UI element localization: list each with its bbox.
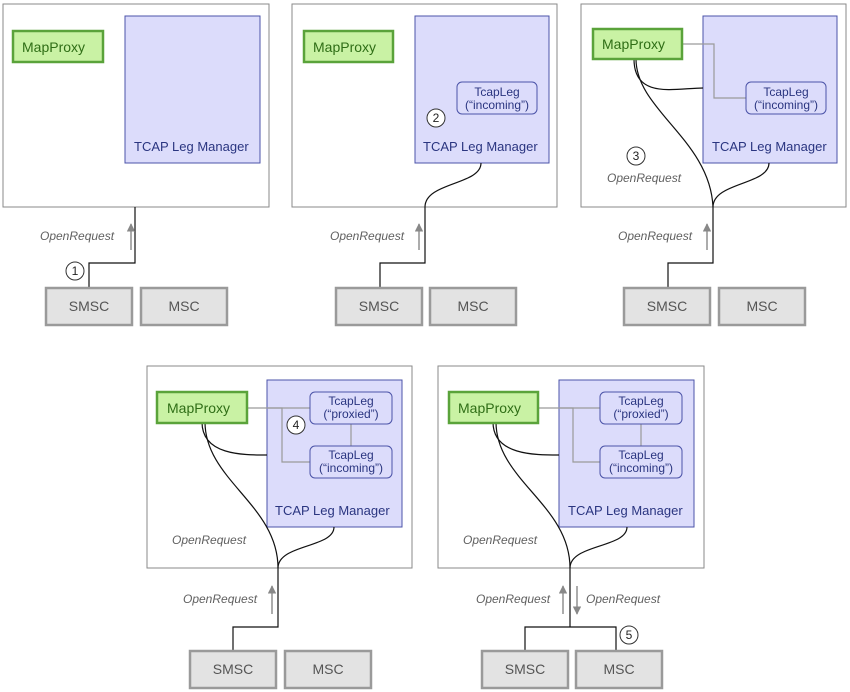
panel-4-open-request-label: OpenRequest [183,592,258,606]
panel-4-leg-incoming [309,445,393,479]
panel-3-proxy-to-leg-link [682,43,746,99]
panel-1-msc-node [139,286,229,327]
panel-1-wire [88,207,136,288]
panel-4: TCAP Leg Manager MapProxy TcapLeg (“prox… [146,365,413,690]
panel-3: TCAP Leg Manager MapProxy TcapLeg (“inco… [580,3,847,327]
step-4-number: 4 [293,418,300,432]
panel-5-leg-proxied-name: TcapLeg [618,394,663,408]
panel-4-proxy-to-request-wire [204,421,279,569]
panel-2-leg-incoming [456,81,538,115]
panel-5-leg-incoming [599,445,683,479]
panel-5-leg-incoming-name: TcapLeg [618,448,663,462]
panel-4-smsc-node [188,649,278,690]
step-1-number: 1 [72,264,79,278]
step-5-number: 5 [626,628,633,642]
panel-2-wire [379,162,482,288]
panel-4-manager-label: TCAP Leg Manager [275,503,390,518]
panel-3-leg-incoming-role: (“incoming”) [754,98,818,112]
step-2-number: 2 [433,111,440,125]
panel-1-tcap-leg-manager [124,15,261,164]
panel-5-proxy-to-request-wire [495,421,571,569]
step-4-badge [286,415,306,435]
panel-1-msc-label: MSC [168,298,199,314]
panel-5-manager-wire [569,526,628,627]
step-2-badge [426,108,446,128]
panel-5-open-request-up-label: OpenRequest [476,592,551,606]
panel-4-mapproxy-label: MapProxy [167,400,230,416]
panel-2: TCAP Leg Manager MapProxy TcapLeg (“inco… [291,3,558,327]
panel-5-manager-label: TCAP Leg Manager [568,503,683,518]
panel-4-leg-proxied-name: TcapLeg [328,394,373,408]
panel-5-smsc-node [480,649,570,690]
panel-2-msc-label: MSC [457,298,488,314]
panel-5-open-request-down-label: OpenRequest [586,592,661,606]
step-5-badge [619,625,639,645]
panel-5-mapproxy-label: MapProxy [458,400,521,416]
panel-2-mapproxy [302,29,395,64]
panel-3-manager-wire [667,162,770,288]
panel-3-mapproxy [591,27,684,61]
panel-5-leg-incoming-role: (“incoming”) [609,461,673,475]
panel-2-manager-label: TCAP Leg Manager [423,139,538,154]
panel-4-proxy-to-incoming-link [268,407,310,463]
panel-1: TCAP Leg Manager MapProxy OpenRequest 1 … [2,3,270,327]
panel-3-manager-label: TCAP Leg Manager [712,139,827,154]
panel-3-msc-node [717,286,807,327]
panel-3-open-request-label: OpenRequest [618,229,693,243]
panel-2-mapproxy-label: MapProxy [313,39,376,55]
panel-3-smsc-node [622,286,712,327]
panel-3-leg-incoming [745,81,827,115]
panel-3-inner-open-request-label: OpenRequest [607,171,682,185]
panel-3-proxy-to-request-wire [635,58,714,208]
panel-2-smsc-label: SMSC [359,298,399,314]
panel-5-leg-proxied [599,391,683,425]
panel-1-smsc-label: SMSC [69,298,109,314]
panel-2-leg-incoming-role: (“incoming”) [465,98,529,112]
panel-2-msc-node [428,286,518,327]
panel-4-inner-open-request-label: OpenRequest [172,533,247,547]
panel-5-proxy-to-incoming-link [560,407,600,463]
panel-5-inner-open-request-label: OpenRequest [463,533,538,547]
panel-5-mapproxy [447,390,540,425]
panel-1-open-request-label: OpenRequest [40,229,115,243]
panel-4-smsc-label: SMSC [213,661,253,677]
panel-4-leg-proxied [309,391,393,425]
panel-3-proxy-to-manager-wire [633,58,704,91]
panel-4-leg-incoming-role: (“incoming”) [319,461,383,475]
panel-5-leg-proxied-role: (“proxied”) [613,407,668,421]
panel-3-mapproxy-label: MapProxy [602,36,665,52]
step-3-number: 3 [633,149,640,163]
panel-1-manager-label: TCAP Leg Manager [134,139,249,154]
panel-4-msc-node [283,649,373,690]
panel-2-open-request-label: OpenRequest [330,229,405,243]
panel-3-leg-incoming-name: TcapLeg [763,85,808,99]
step-3-badge [626,146,646,166]
panel-4-mapproxy [155,390,249,425]
panel-5: TCAP Leg Manager MapProxy TcapLeg (“prox… [437,365,705,690]
panel-5-msc-node [574,649,664,690]
panel-3-smsc-label: SMSC [647,298,687,314]
panel-5-msc-label: MSC [603,661,634,677]
panel-5-node-branch-wire [524,626,617,651]
panel-4-manager-wire [232,526,335,651]
panel-1-mapproxy [11,29,105,64]
panel-4-msc-label: MSC [312,661,343,677]
panel-4-proxy-to-manager-wire [201,421,268,456]
panel-1-mapproxy-label: MapProxy [22,39,85,55]
panel-5-proxy-to-manager-wire [492,421,560,456]
panel-2-leg-incoming-name: TcapLeg [474,85,519,99]
panel-4-leg-proxied-role: (“proxied”) [323,407,378,421]
panel-2-smsc-node [334,286,424,327]
panel-4-leg-incoming-name: TcapLeg [328,448,373,462]
step-1-badge [65,261,85,281]
panel-3-msc-label: MSC [746,298,777,314]
panel-5-smsc-label: SMSC [505,661,545,677]
panel-1-smsc-node [44,286,134,327]
